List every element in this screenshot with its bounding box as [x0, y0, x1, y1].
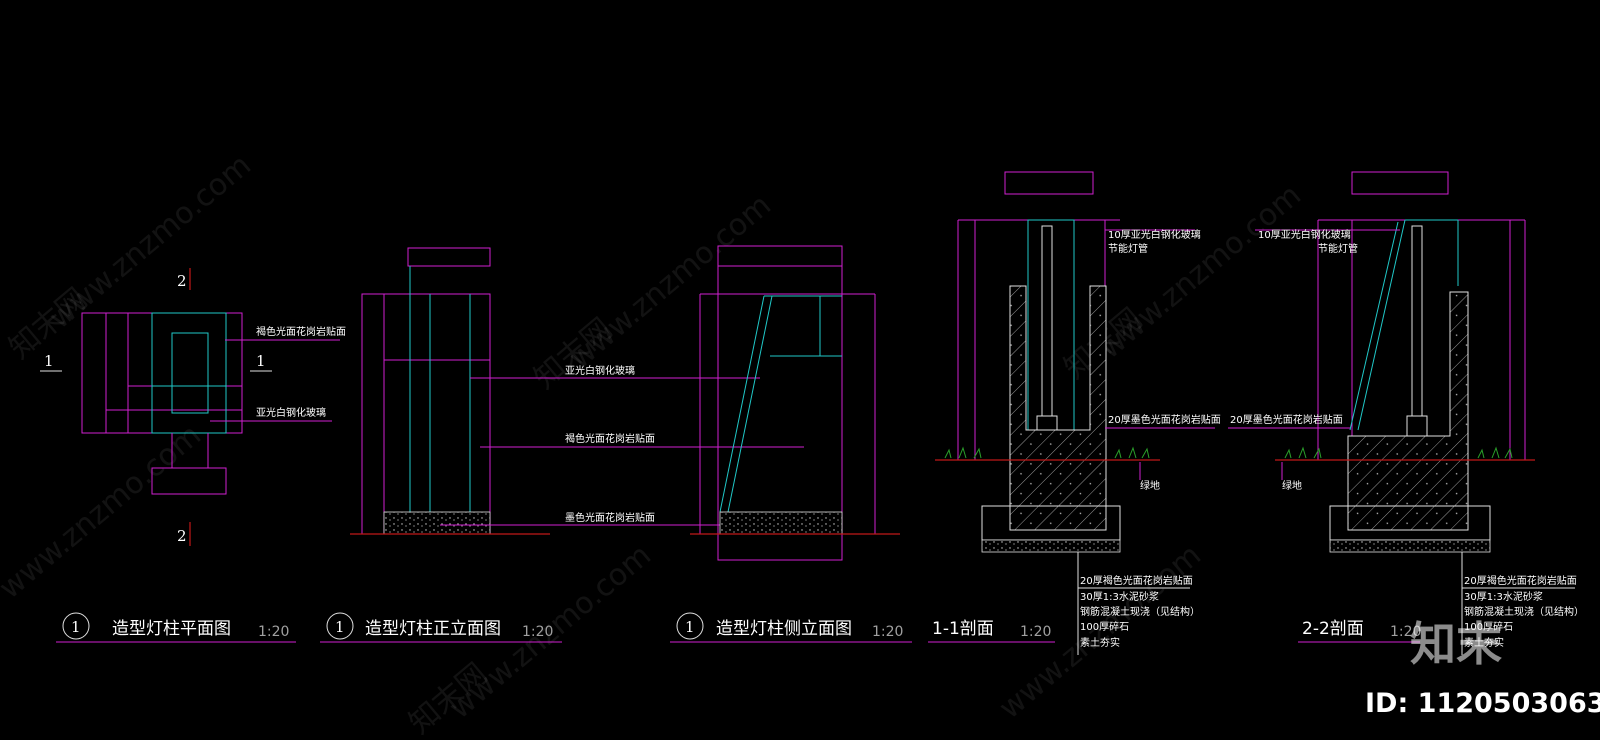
- s2-label-black: 20厚墨色光面花岗岩贴面: [1230, 413, 1343, 426]
- title-number: 1: [71, 618, 81, 636]
- title-scale: 1:20: [258, 624, 289, 640]
- side-elevation: [690, 245, 900, 561]
- title-plan: 1 造型灯柱平面图 1:20: [56, 612, 296, 643]
- title-text: 造型灯柱正立面图: [365, 619, 501, 639]
- title-text: 造型灯柱侧立面图: [716, 619, 852, 639]
- s1-layer: 30厚1:3水泥砂浆: [1080, 590, 1159, 603]
- s2-layer: 30厚1:3水泥砂浆: [1464, 590, 1543, 603]
- s2-layer: 20厚褐色光面花岗岩贴面: [1464, 574, 1577, 587]
- image-id: ID: 1120503063: [1365, 688, 1600, 719]
- cut-mark-1-left: 1: [44, 352, 54, 370]
- title-text: 造型灯柱平面图: [112, 619, 231, 639]
- title-section-1: 1-1剖面 1:20: [928, 619, 1055, 643]
- s1-label-lamp: 节能灯管: [1108, 242, 1148, 255]
- s2-label-green: 绿地: [1282, 479, 1302, 492]
- title-front: 1 造型灯柱正立面图 1:20: [320, 612, 562, 643]
- s1-layer: 100厚碎石: [1080, 620, 1129, 633]
- title-scale: 1:20: [522, 624, 553, 640]
- section-1-1: 10厚亚光白钢化玻璃 节能灯管 20厚墨色光面花岗岩贴面 绿地 20厚褐色光面花…: [935, 171, 1221, 655]
- title-side: 1 造型灯柱侧立面图 1:20: [670, 612, 912, 643]
- cut-mark-1-right: 1: [256, 352, 266, 370]
- front-label-glass: 亚光白钢化玻璃: [565, 364, 635, 377]
- s2-label-glass: 10厚亚光白钢化玻璃: [1258, 228, 1351, 241]
- title-section-2: 2-2剖面 1:20: [1298, 619, 1421, 643]
- front-label-granite: 褐色光面花岗岩贴面: [565, 432, 655, 445]
- s1-layer: 素土夯实: [1080, 636, 1120, 649]
- title-scale: 1:20: [1020, 624, 1051, 640]
- front-elevation: 亚光白钢化玻璃 褐色光面花岗岩贴面 墨色光面花岗岩贴面: [350, 247, 804, 535]
- s2-layer: 钢筋混凝土现浇（见结构）: [1464, 605, 1584, 618]
- title-number: 1: [685, 618, 695, 636]
- s2-layer: 100厚碎石: [1464, 620, 1513, 633]
- s2-layer: 素土夯实: [1464, 636, 1504, 649]
- plan-label-granite: 褐色光面花岗岩贴面: [256, 325, 346, 338]
- title-text: 2-2剖面: [1302, 619, 1364, 639]
- s1-layer: 钢筋混凝土现浇（见结构）: [1080, 605, 1200, 618]
- plan-view: 1 1 2 2 褐色光面花岗岩贴面 亚光白钢化玻璃: [40, 268, 346, 546]
- title-scale: 1:20: [1390, 624, 1421, 640]
- s1-label-black: 20厚墨色光面花岗岩贴面: [1108, 413, 1221, 426]
- s2-label-lamp: 节能灯管: [1318, 242, 1358, 255]
- front-label-base: 墨色光面花岗岩贴面: [565, 511, 655, 524]
- watermark-text: www.znzmo.com: [0, 418, 208, 607]
- drawing-titles: 1 造型灯柱平面图 1:20 1 造型灯柱正立面图 1:20 1 造型灯柱侧立面…: [56, 612, 1421, 643]
- title-text: 1-1剖面: [932, 619, 994, 639]
- title-scale: 1:20: [872, 624, 903, 640]
- title-number: 1: [335, 618, 345, 636]
- plan-label-glass: 亚光白钢化玻璃: [256, 406, 326, 419]
- cut-mark-2-top: 2: [177, 272, 187, 290]
- cut-mark-2-bottom: 2: [177, 527, 187, 545]
- s1-label-green: 绿地: [1140, 479, 1160, 492]
- s1-label-glass: 10厚亚光白钢化玻璃: [1108, 228, 1201, 241]
- s1-layer: 20厚褐色光面花岗岩贴面: [1080, 574, 1193, 587]
- section-2-2: 10厚亚光白钢化玻璃 节能灯管 20厚墨色光面花岗岩贴面 绿地 20厚褐色光面花…: [1228, 171, 1584, 655]
- brand-logo: 知末: [1410, 617, 1502, 671]
